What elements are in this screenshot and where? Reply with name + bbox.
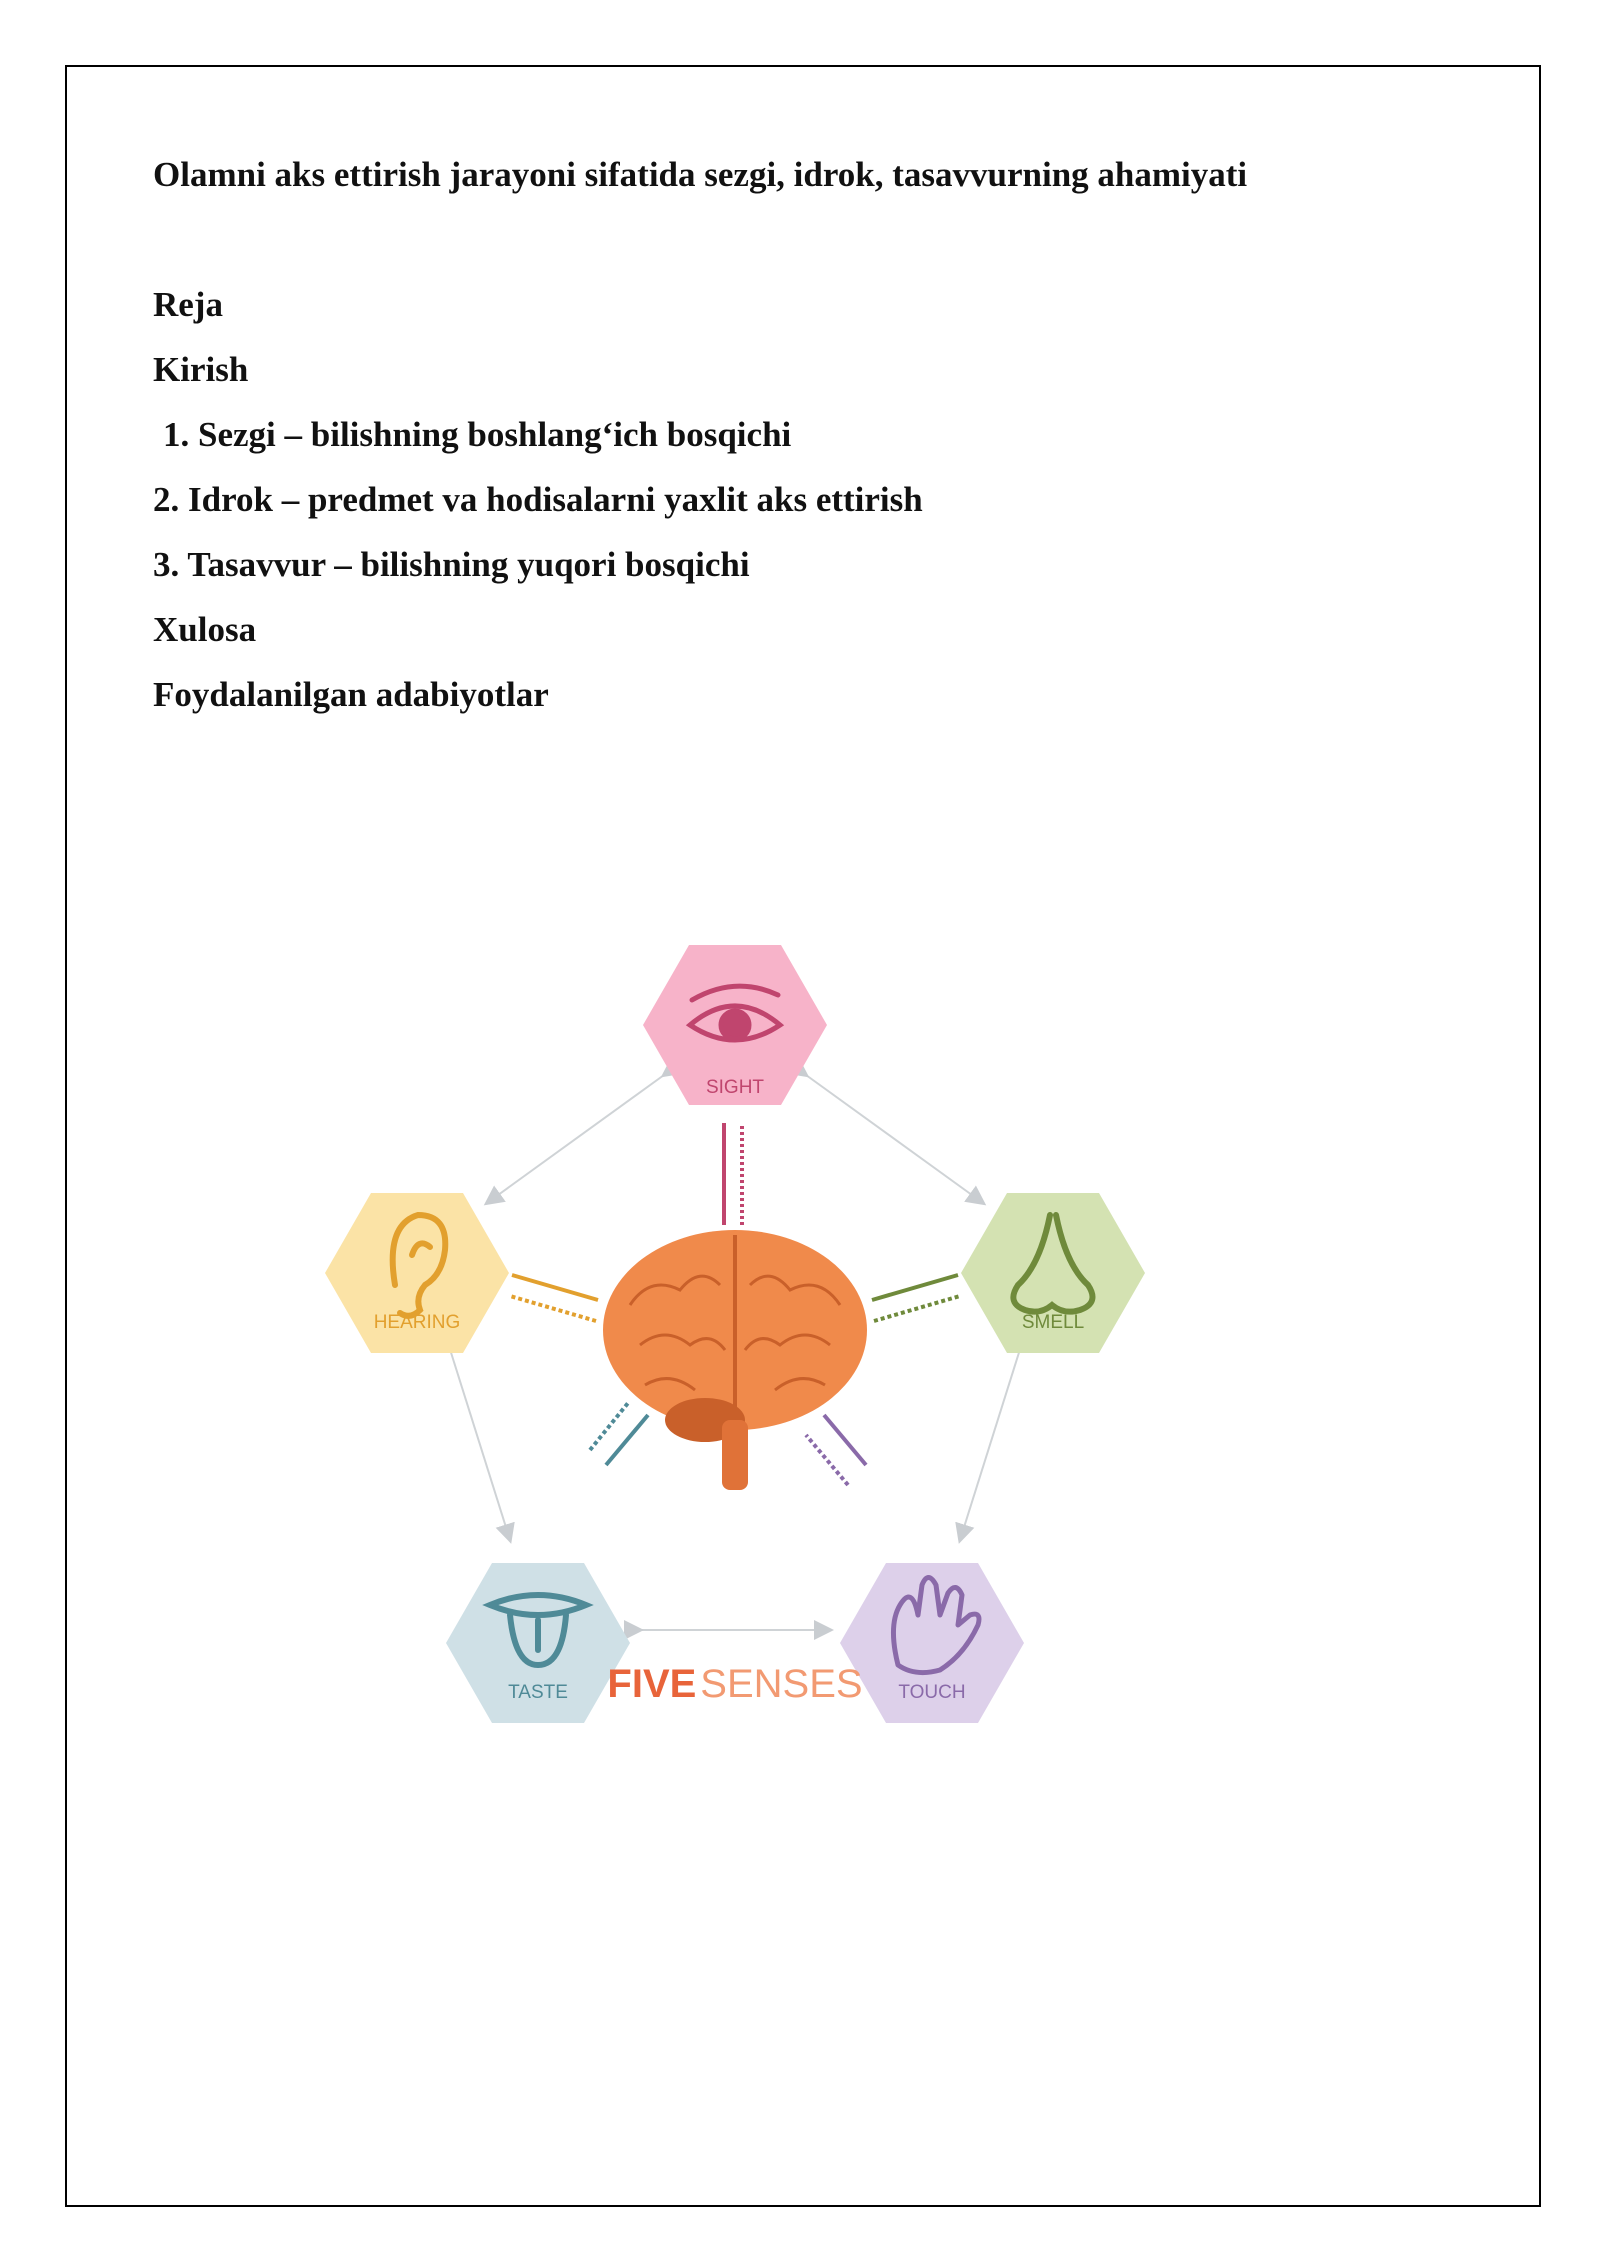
- outline-item-kirish: Kirish: [153, 350, 249, 389]
- sense-sight: SIGHT: [643, 945, 827, 1105]
- document-title: Olamni aks ettirish jarayoni sifatida se…: [153, 155, 1248, 194]
- page-border: [65, 65, 1541, 2207]
- caption-bold: FIVE: [607, 1662, 696, 1706]
- sense-label-touch: TOUCH: [898, 1682, 965, 1703]
- outline-item-xulosa: Xulosa: [153, 610, 257, 649]
- hand-icon: [891, 1575, 982, 1676]
- eye-icon: [685, 983, 785, 1043]
- five-senses-diagram: SIGHT HEARING SMELL TASTE TOUCH: [325, 945, 1145, 1723]
- sense-label-sight: SIGHT: [706, 1077, 764, 1098]
- sense-taste: TASTE: [446, 1563, 630, 1723]
- outline-item-2: 2. Idrok – predmet va hodisalarni yaxlit…: [153, 480, 923, 519]
- sense-hearing: HEARING: [325, 1193, 509, 1353]
- ear-icon: [389, 1211, 449, 1319]
- brain-icon: [603, 1230, 867, 1490]
- outline-item-1: 1. Sezgi – bilishning boshlang‘ich bosqi…: [163, 415, 792, 454]
- sense-label-smell: SMELL: [1022, 1312, 1084, 1333]
- pentagon-connectors: [433, 1057, 1037, 1640]
- sense-smell: SMELL: [961, 1193, 1145, 1353]
- caption-light: SENSES: [700, 1662, 862, 1706]
- sense-touch: TOUCH: [840, 1563, 1024, 1723]
- outline-item-adabiyotlar: Foydalanilgan adabiyotlar: [153, 675, 549, 714]
- five-senses-figure: SIGHT HEARING SMELL TASTE TOUCH: [300, 925, 1180, 1725]
- sense-label-taste: TASTE: [508, 1682, 568, 1703]
- sense-arrows: [509, 1123, 961, 1487]
- sense-label-hearing: HEARING: [374, 1312, 461, 1333]
- outline-item-reja: Reja: [153, 285, 223, 324]
- outline-list: Reja Kirish 1. Sezgi – bilishning boshla…: [153, 280, 923, 735]
- nose-icon: [1010, 1212, 1096, 1315]
- outline-item-3: 3. Tasavvur – bilishning yuqori bosqichi: [153, 545, 750, 584]
- tongue-icon: [482, 1592, 594, 1669]
